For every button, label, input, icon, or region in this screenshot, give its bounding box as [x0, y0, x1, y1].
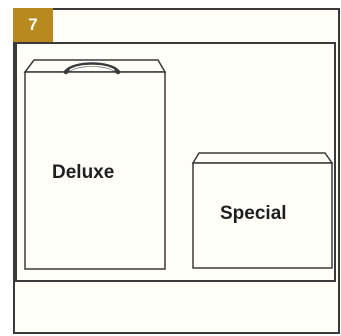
special-label: Special	[220, 203, 287, 225]
special-box-lid	[193, 153, 332, 163]
deluxe-label: Deluxe	[52, 162, 114, 184]
